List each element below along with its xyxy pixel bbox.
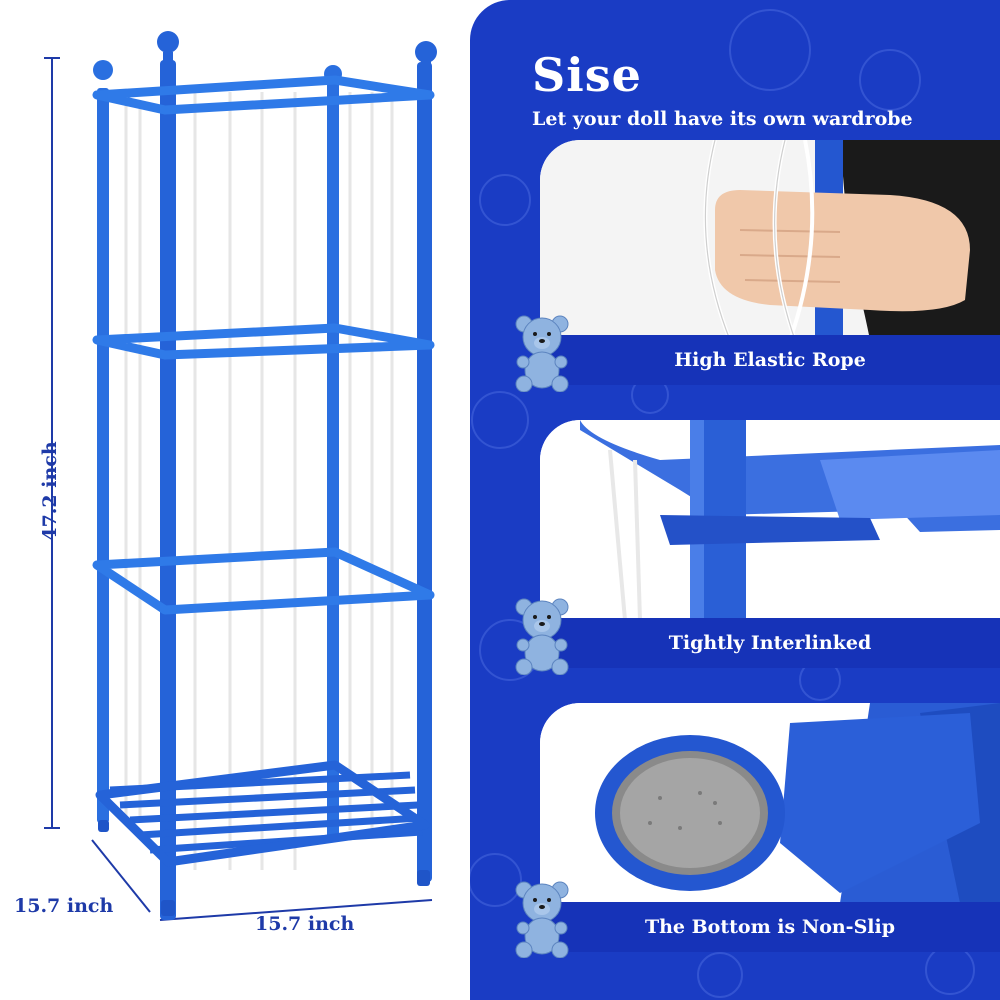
elastic-rope-photo (540, 140, 1000, 340)
feature-label-elastic-rope: High Elastic Rope (674, 349, 866, 371)
feature-banner-3: The Bottom is Non-Slip (540, 902, 1000, 952)
product-panel: 47.2 inch 15.7 inch 15.7 inch (0, 0, 470, 1000)
interlinked-joint-photo (540, 420, 1000, 620)
height-dimension-label: 47.2 inch (39, 441, 61, 541)
width-dimension-label: 15.7 inch (255, 913, 355, 935)
elastic-ropes (124, 92, 394, 870)
feature-label-interlinked: Tightly Interlinked (668, 632, 872, 654)
feature-banner-1: High Elastic Rope (540, 335, 1000, 385)
feature-banner-2: Tightly Interlinked (540, 618, 1000, 668)
dimension-lines (44, 57, 433, 921)
features-panel: Sise Let your doll have its own wardrobe… (470, 0, 1000, 1000)
teddy-bear-icon (515, 598, 569, 675)
page-subtitle: Let your doll have its own wardrobe (532, 108, 913, 130)
depth-dimension-label: 15.7 inch (14, 895, 114, 917)
teddy-bear-icon (515, 881, 569, 958)
feature-card-elastic-rope (540, 140, 1000, 340)
page-title: Sise (532, 48, 642, 102)
teddy-bear-icon (515, 315, 569, 392)
rack-front-posts (157, 31, 437, 920)
bottom-frame (95, 760, 430, 867)
shelf-frames (92, 75, 435, 615)
rack-illustration (44, 31, 437, 921)
feature-card-non-slip (540, 703, 1000, 903)
feature-card-interlinked (540, 420, 1000, 620)
rack-back-posts (93, 60, 342, 838)
feature-label-non-slip: The Bottom is Non-Slip (644, 916, 896, 938)
non-slip-foot-photo (540, 703, 1000, 903)
